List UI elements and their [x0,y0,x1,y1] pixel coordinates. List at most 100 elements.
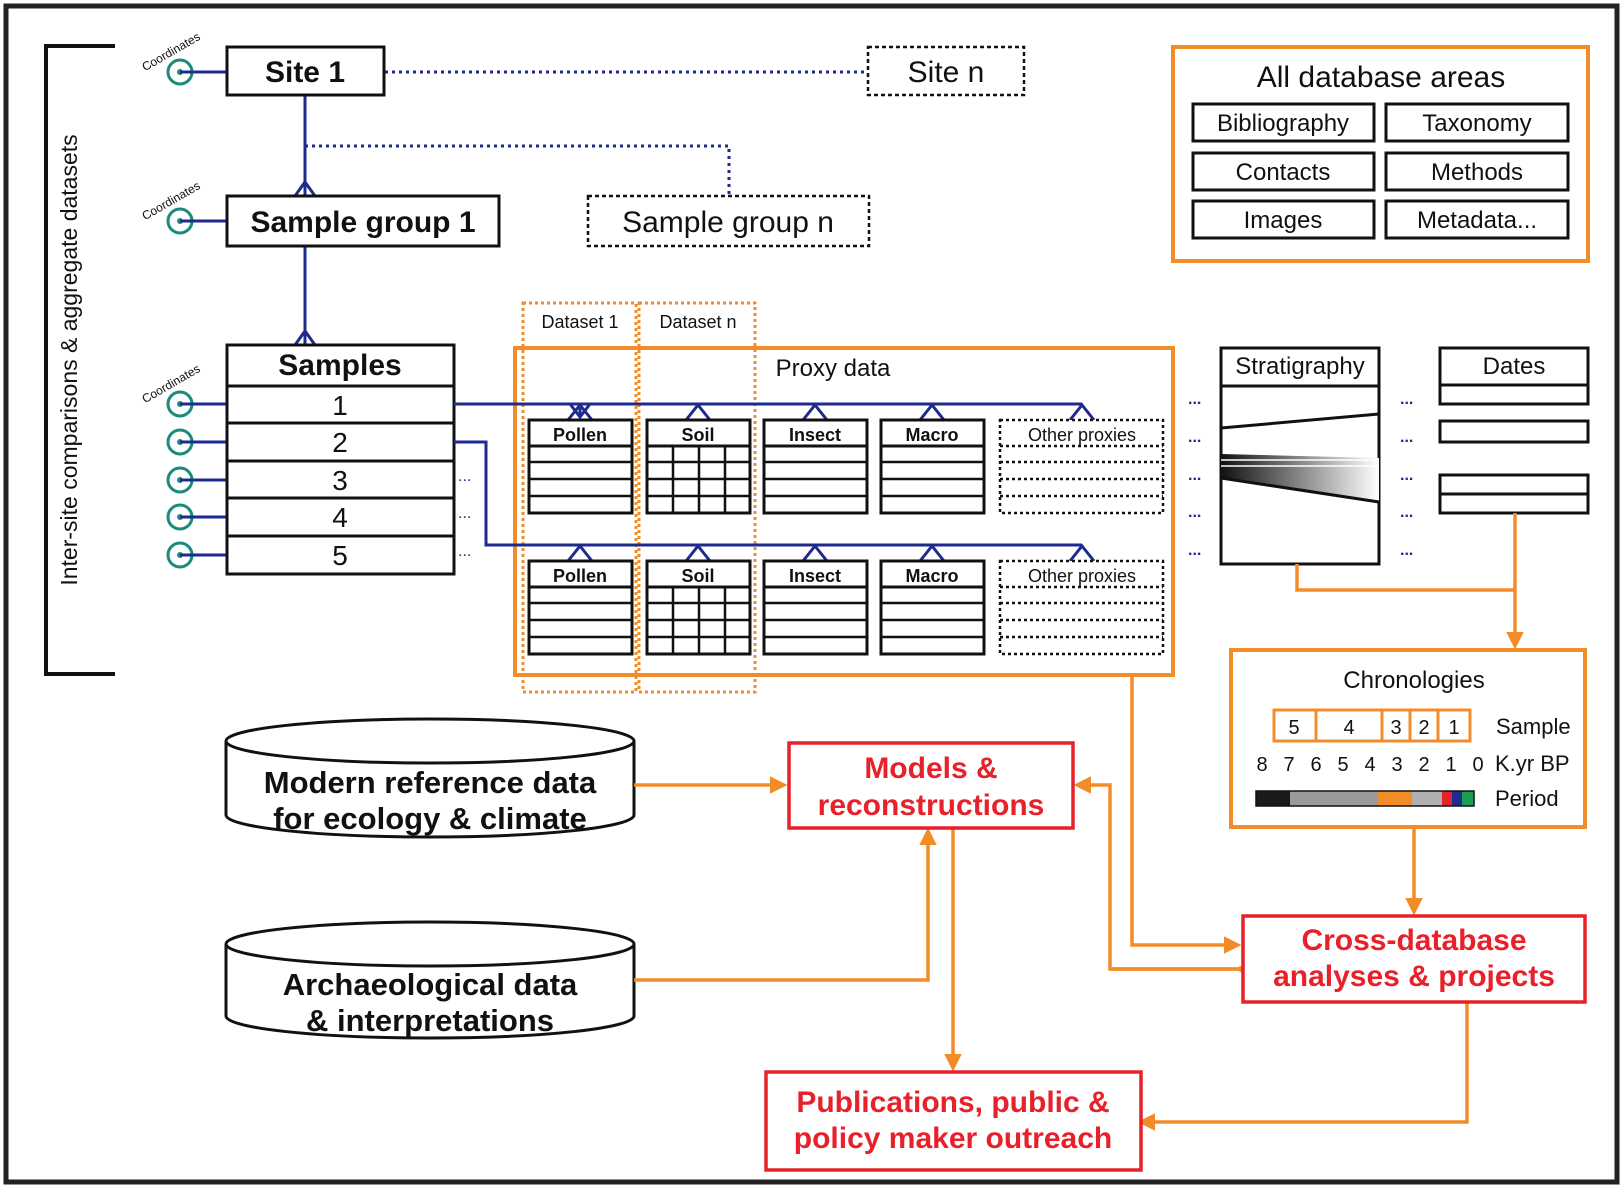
proxy-row-1: Pollen Soil Insect Macro [527,418,1165,515]
chron-age-tick: 8 [1256,754,1267,776]
chron-age-label: K.yr BP [1495,751,1570,776]
proxy-row-2: Pollen Soil Insect Macro [527,559,1165,656]
proxy-table: Pollen [527,418,634,515]
sample-group-n-box [586,194,871,248]
period-bar [1255,790,1475,807]
ellipsis: ... [1400,391,1413,408]
chron-age-tick: 6 [1310,754,1321,776]
site-1-label: Site 1 [265,56,345,89]
chron-sample-cell: 5 [1288,717,1299,739]
flow-arrows [634,513,1524,1131]
cross-to-models-arrow [1073,776,1238,971]
chronologies-title: Chronologies [1343,667,1484,694]
proxy-table: Pollen [527,559,634,656]
sample-proxy-links [454,402,1082,547]
db-area-item: Taxonomy [1422,110,1531,137]
outer-frame [3,3,1620,1185]
sample-group-1-box [225,194,501,248]
sample-row: 4 [332,502,348,533]
cross-to-publications-arrow [1137,1003,1469,1131]
coordinate-marker-group: Coordinates [140,179,228,235]
samples-table: Samples 1 2 3 4 5 [225,343,456,576]
chron-age-tick: 2 [1418,754,1429,776]
modern-line-1: Modern reference data [264,765,597,800]
site-n-box [866,45,1026,97]
db-area-item: Methods [1431,159,1523,186]
ellipsis: ... [1188,429,1201,446]
archaeo-to-models-arrow [634,827,937,982]
proxy-crowfeet [566,402,1096,562]
proxy-label: Soil [681,425,714,445]
chron-age-tick: 7 [1283,754,1294,776]
models-box: Models & reconstructions [787,741,1075,830]
sample-marker [166,541,228,569]
sample-marker [166,466,228,494]
sample-marker [166,428,228,456]
publications-line-1: Publications, public & [796,1086,1109,1119]
dates-title: Dates [1483,353,1546,380]
db-area-item: Bibliography [1217,110,1349,137]
side-bracket [44,44,115,676]
proxy-label: Other proxies [1028,425,1136,445]
chron-age-tick: 3 [1391,754,1402,776]
sample-group-1-label: Sample group 1 [250,206,475,239]
side-label: Inter-site comparisons & aggregate datas… [56,134,82,585]
site-1-box [225,45,386,97]
proxy-table: Macro [879,418,986,515]
site-n-label: Site n [908,56,985,89]
proxy-label: Macro [905,425,958,445]
ellipsis: ... [458,468,471,485]
cross-line-1: Cross-database [1301,924,1526,957]
strat-to-chron-link [1295,564,1515,592]
chron-age-tick: 5 [1337,754,1348,776]
proxy-label: Macro [905,566,958,586]
dataset-1-column [521,301,638,694]
stratigraphy-title: Stratigraphy [1235,353,1364,380]
coordinate-marker-sample: Coordinates [140,362,228,418]
proxy-data-title: Proxy data [776,355,891,382]
ellipsis: ... [1188,391,1201,408]
chron-age-tick: 0 [1472,754,1483,776]
sample-row: 1 [332,390,348,421]
cross-database-box: Cross-database analyses & projects [1241,914,1587,1004]
cross-line-2: analyses & projects [1273,960,1555,993]
sample-group-n-label: Sample group n [622,206,834,239]
proxy-table: Soil [645,559,752,656]
database-areas-title: All database areas [1257,61,1506,94]
proxy-label: Pollen [553,425,607,445]
archaeo-line-1: Archaeological data [283,967,578,1002]
proxy-to-cross-arrow [1130,675,1242,954]
models-line-2: reconstructions [818,789,1045,822]
chron-sample-label: Sample [1496,714,1571,739]
archaeological-db: Archaeological data & interpretations [224,920,636,1040]
publications-box: Publications, public & policy maker outr… [764,1070,1143,1172]
sample-row: 5 [332,540,348,571]
chron-period-label: Period [1495,786,1559,811]
ellipsis: ... [1188,504,1201,521]
modern-reference-db: Modern reference data for ecology & clim… [224,717,636,839]
sample-marker [166,503,228,531]
db-area-item: Contacts [1236,159,1331,186]
chron-sample-cell: 4 [1343,717,1354,739]
modern-line-2: for ecology & climate [273,801,587,836]
ellipsis: ... [458,543,471,560]
dataset-n-label: Dataset n [659,312,736,332]
proxy-table-dashed: Other proxies [998,418,1165,515]
stratigraphy-panel: Stratigraphy [1219,346,1381,566]
proxy-label: Other proxies [1028,566,1136,586]
dataset-1-label: Dataset 1 [541,312,618,332]
proxy-label: Soil [681,566,714,586]
proxy-table-dashed: Other proxies [998,559,1165,656]
chron-sample-cell: 2 [1418,717,1429,739]
strata-line [1220,412,1380,430]
dates-panel: Dates [1438,346,1590,515]
sample-row: 2 [332,427,348,458]
ellipsis: ... [1400,542,1413,559]
hierarchy-links [293,70,868,346]
chron-age-tick: 4 [1364,754,1375,776]
proxy-table: Insect [762,418,869,515]
ellipsis: ... [1188,467,1201,484]
chron-sample-cell: 3 [1390,717,1401,739]
archaeo-line-2: & interpretations [306,1003,554,1038]
